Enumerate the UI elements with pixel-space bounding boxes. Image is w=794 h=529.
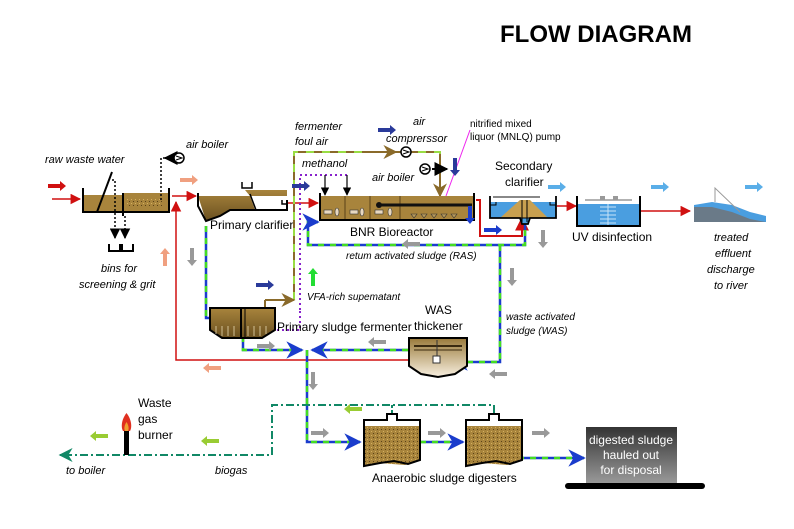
label-disposal-3: for disposal [600, 463, 661, 477]
flow-direction-arrow-icon [538, 230, 548, 248]
disposal-box [565, 427, 705, 489]
primary-sludge-fermenter [209, 307, 276, 339]
label-burner-3: burner [138, 428, 173, 442]
diagram-title: FLOW DIAGRAM [500, 21, 692, 48]
primary-clarifier [197, 182, 288, 223]
bnr-bioreactor [319, 193, 475, 221]
label-bins-2: screening & grit [79, 279, 156, 291]
label-secondary-1: Secondary [495, 159, 552, 173]
flow-direction-arrow-icon [651, 182, 669, 192]
flow-direction-arrow-icon [308, 372, 318, 390]
flow-direction-arrow-icon [368, 337, 386, 347]
flow-direction-arrow-icon [378, 125, 396, 135]
flow-direction-arrow-icon [428, 428, 446, 438]
biogas-lines [58, 404, 495, 462]
label-burner-2: gas [138, 412, 157, 426]
label-raw-waste-water: raw waste water [45, 154, 126, 166]
compressor-icon [400, 146, 412, 158]
label-burner-1: Waste [138, 396, 172, 410]
label-air-compressor-1: air [413, 116, 427, 128]
uv-disinfection [576, 196, 641, 227]
flow-direction-arrow-icon [292, 181, 310, 191]
river-discharge [694, 186, 766, 222]
label-was-thickener-2: thickener [414, 319, 463, 333]
waste-gas-burner [121, 413, 132, 455]
label-ras: retum activated sludge (RAS) [346, 251, 477, 262]
label-bnr-bioreactor: BNR Bioreactor [350, 225, 433, 239]
flow-direction-arrow-icon [484, 225, 502, 235]
flow-arrows [48, 125, 763, 446]
flow-direction-arrow-icon [203, 363, 221, 373]
label-primary-fermenter: Primary sludge fermenter [277, 320, 412, 334]
flow-direction-arrow-icon [465, 206, 475, 224]
label-methanol: methanol [302, 158, 348, 170]
flow-direction-arrow-icon [450, 158, 460, 176]
label-secondary-2: clarifier [505, 175, 544, 189]
label-was-thickener-1: WAS [425, 303, 452, 317]
flow-direction-arrow-icon [344, 404, 362, 414]
label-effluent-3: discharge [707, 264, 755, 276]
label-bins-1: bins for [101, 263, 138, 275]
label-disposal-2: hauled out [603, 448, 660, 462]
label-air-boiler-2: air boiler [372, 172, 416, 184]
headworks [82, 151, 185, 252]
label-was-1: waste activated [506, 312, 575, 323]
secondary-clarifier [489, 196, 557, 225]
label-fermenter-1: fermenter [295, 121, 343, 133]
flow-direction-arrow-icon [489, 369, 507, 379]
compressor-pumps [400, 146, 431, 175]
flow-direction-arrow-icon [257, 341, 275, 351]
label-vfa: VFA-rich supematant [307, 292, 401, 303]
pump-icon [173, 152, 185, 164]
flow-direction-arrow-icon [90, 431, 108, 441]
flow-direction-arrow-icon [48, 181, 66, 191]
label-effluent-2: effluent [715, 248, 752, 260]
label-was-2: sludge (WAS) [506, 326, 568, 337]
flow-direction-arrow-icon [187, 248, 197, 266]
anaerobic-digester-2 [465, 413, 523, 468]
label-primary-clarifier: Primary clarifier [210, 218, 293, 232]
label-to-boiler: to boiler [66, 465, 106, 477]
label-disposal-1: digested sludge [589, 433, 673, 447]
flow-direction-arrow-icon [507, 268, 517, 286]
flow-direction-arrow-icon [160, 248, 170, 266]
was-thickener [408, 337, 468, 379]
bins-icon [108, 244, 134, 252]
flow-direction-arrow-icon [180, 175, 198, 185]
boiler-pump-icon [419, 163, 431, 175]
label-digesters: Anaerobic sludge digesters [372, 471, 517, 485]
flow-direction-arrow-icon [745, 182, 763, 192]
flow-direction-arrow-icon [402, 239, 420, 249]
label-air-boiler-1: air boiler [186, 139, 230, 151]
label-air-compressor-2: comprerssor [386, 133, 448, 145]
flow-direction-arrow-icon [256, 280, 274, 290]
labels: raw waste water air boiler bins for scre… [45, 116, 755, 485]
air-lines [262, 129, 471, 331]
label-biogas: biogas [215, 465, 248, 477]
label-effluent-4: to river [714, 280, 749, 292]
flow-direction-arrow-icon [308, 268, 318, 286]
flow-direction-arrow-icon [532, 428, 550, 438]
label-mnlq-2: liquor (MNLQ) pump [470, 132, 561, 143]
label-mnlq-1: nitrified mixed [470, 119, 532, 130]
label-effluent-1: treated [714, 232, 749, 244]
label-uv-disinfection: UV disinfection [572, 230, 652, 244]
flow-direction-arrow-icon [548, 182, 566, 192]
flow-direction-arrow-icon [311, 428, 329, 438]
anaerobic-digester-1 [363, 413, 421, 468]
flow-direction-arrow-icon [201, 436, 219, 446]
label-fermenter-2: foul air [295, 136, 329, 148]
